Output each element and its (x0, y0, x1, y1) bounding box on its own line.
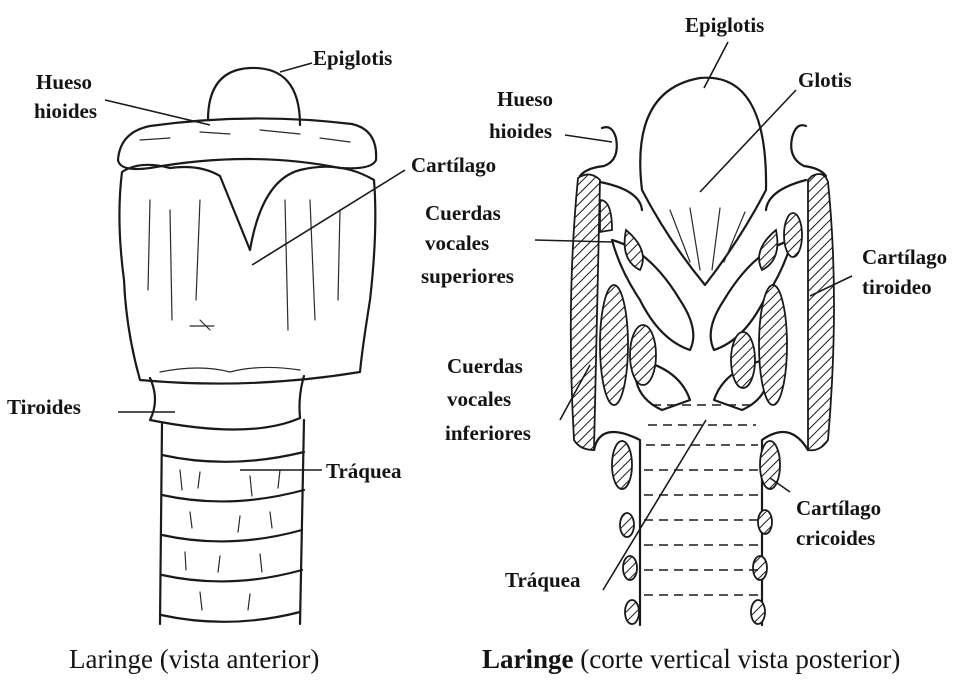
label-hueso-left-1: Hueso (36, 70, 92, 94)
hyoid-bone-shape (118, 118, 376, 169)
label-cuerdas-sup-1: Cuerdas (425, 201, 501, 225)
label-cuerdas-sup-3: superiores (421, 264, 514, 288)
label-tiroides-left: Tiroides (7, 395, 81, 419)
label-glotis-right: Glotis (798, 68, 852, 92)
epiglottis-shape (208, 68, 300, 125)
caption-anterior: Laringe (vista anterior) (69, 644, 319, 674)
label-traquea-left: Tráquea (326, 459, 402, 483)
thyroid-wall-left (571, 174, 600, 450)
label-hioides-right-2: hioides (489, 119, 552, 143)
caption-posterior: Laringe (corte vertical vista posterior) (482, 644, 900, 674)
thyroid-cartilage-shape (119, 165, 375, 384)
anterior-leader-lines (105, 63, 405, 470)
label-cuerdas-inf-1: Cuerdas (447, 354, 523, 378)
hyoid-horns-shape (580, 125, 826, 176)
label-cartilago-tiroideo-1: Cartílago (862, 245, 947, 269)
label-cartilago-tiroideo-2: tiroideo (862, 275, 932, 299)
anterior-view-drawing (118, 68, 376, 624)
label-cuerdas-inf-3: inferiores (445, 421, 531, 445)
epiglottis-shape-right (640, 78, 766, 285)
label-cartilago-left: Cartílago (411, 153, 496, 177)
posterior-section-drawing (571, 78, 834, 625)
label-cuerdas-inf-2: vocales (447, 387, 511, 411)
thyroid-wall-right (808, 174, 834, 450)
trachea-shape (160, 420, 304, 624)
label-hueso-right-1: Hueso (497, 87, 553, 111)
label-hioides-left-2: hioides (34, 99, 97, 123)
label-cuerdas-sup-2: vocales (425, 231, 489, 255)
label-epiglotis-right: Epiglotis (685, 13, 764, 37)
caption-posterior-rest: (corte vertical vista posterior) (574, 644, 901, 674)
caption-posterior-bold: Laringe (482, 644, 574, 674)
label-traquea-right: Tráquea (505, 568, 581, 592)
label-epiglotis-left: Epiglotis (313, 46, 392, 70)
label-cartilago-cricoides-2: cricoides (796, 526, 875, 550)
label-cartilago-cricoides-1: Cartílago (796, 496, 881, 520)
